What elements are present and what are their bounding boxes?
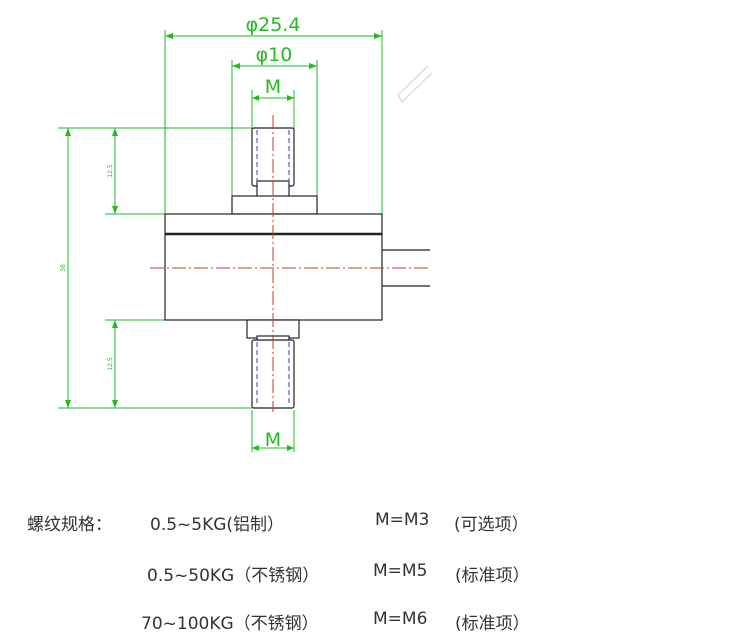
spec-row-3-note: (标准项） (455, 614, 530, 634)
thread-hidden-lines (256, 130, 290, 406)
load-cell-drawing: φ25.4 φ10 M M 38 12.5 12.5 (58, 14, 433, 452)
spec-row-1-range: 0.5~5KG(铝制） (150, 515, 285, 535)
watermark-mark (397, 65, 433, 103)
cable (382, 249, 430, 287)
dimension-arrows (65, 33, 382, 451)
dim-outer-diameter: φ25.4 (246, 14, 301, 36)
spec-row-3-range: 70~100KG（不锈钢） (141, 614, 319, 634)
spec-row-2-thread: M=M5 (373, 561, 428, 581)
dim-body-diameter: φ10 (256, 44, 293, 66)
dim-thread-bottom: M (265, 429, 281, 451)
spec-row-3-thread: M=M6 (373, 609, 428, 629)
dim-upper-stud: 12.5 (107, 164, 114, 178)
dim-total-height: 38 (60, 264, 67, 272)
spec-row-1-thread: M=M3 (375, 510, 430, 530)
upper-boss (231, 195, 318, 215)
spec-row-1-note: (可选项） (454, 515, 529, 535)
dim-lower-stud: 12.5 (107, 357, 114, 371)
spec-row-2-range: 0.5~50KG（不锈钢） (147, 566, 320, 586)
spec-row-2-note: (标准项） (455, 566, 530, 586)
center-lines (150, 115, 430, 412)
spec-label: 螺纹规格： (27, 515, 112, 535)
dim-thread-top: M (265, 76, 281, 98)
